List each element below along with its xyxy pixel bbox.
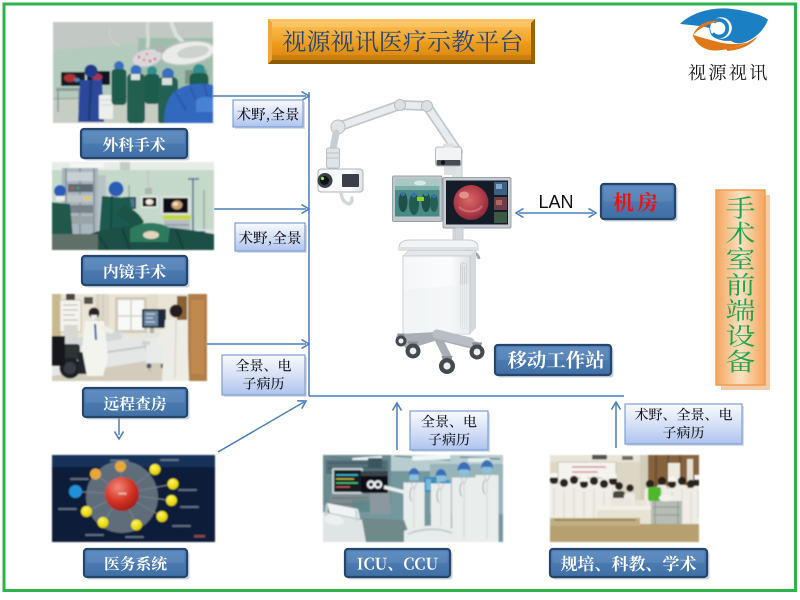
svg-text:LAN: LAN (538, 192, 573, 212)
